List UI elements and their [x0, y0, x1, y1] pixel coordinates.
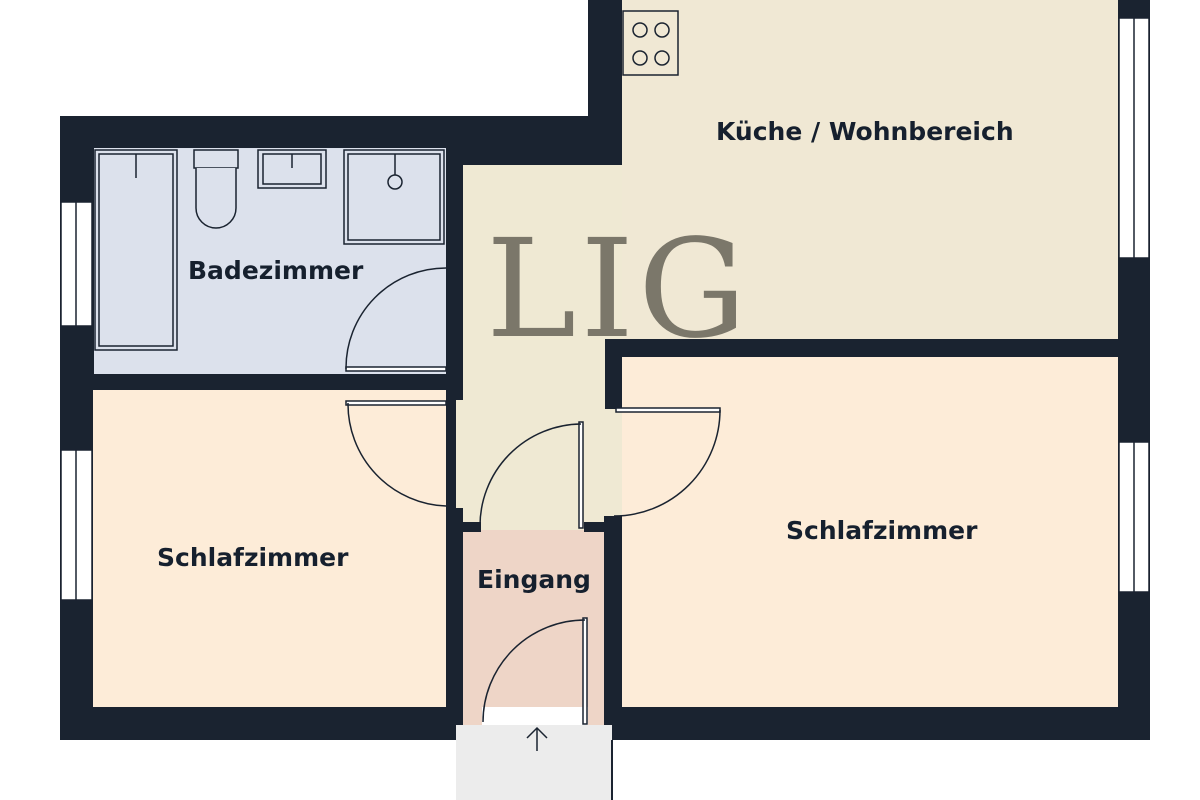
wall-entrance-top-left — [463, 522, 481, 532]
wall-bed-left-right — [446, 508, 463, 708]
shower-icon — [343, 149, 445, 245]
label-kitchen-living: Küche / Wohnbereich — [716, 117, 1014, 146]
bathtub-icon — [94, 149, 178, 351]
room-kitchen-living — [622, 0, 1118, 339]
wall-bath-right — [446, 148, 463, 266]
label-bedroom-right: Schlafzimmer — [786, 516, 978, 545]
windows — [60, 17, 1150, 601]
doors — [345, 267, 721, 725]
room-bedroom-right — [622, 357, 1118, 707]
entry-arrow-icon — [526, 726, 548, 751]
wall-hall-right — [605, 339, 622, 409]
watermark-logo: LIG — [486, 211, 751, 369]
stove-icon — [622, 10, 679, 76]
wall-bath-right-lower — [446, 370, 463, 400]
wall-bath-bottom — [94, 374, 456, 390]
room-entrance — [463, 530, 604, 725]
label-bathroom: Badezimmer — [188, 256, 364, 285]
wall-bed-right-left — [604, 516, 622, 708]
room-bedroom-left — [93, 390, 446, 707]
label-entrance: Eingang — [477, 565, 591, 594]
sink-icon — [257, 149, 327, 189]
wall-hall-right-top — [605, 339, 1118, 357]
label-bedroom-left: Schlafzimmer — [157, 543, 349, 572]
toilet-icon — [193, 149, 239, 229]
hallway-lower — [456, 388, 614, 530]
wall-entrance-top-right — [584, 522, 604, 532]
outside-path — [456, 725, 612, 800]
